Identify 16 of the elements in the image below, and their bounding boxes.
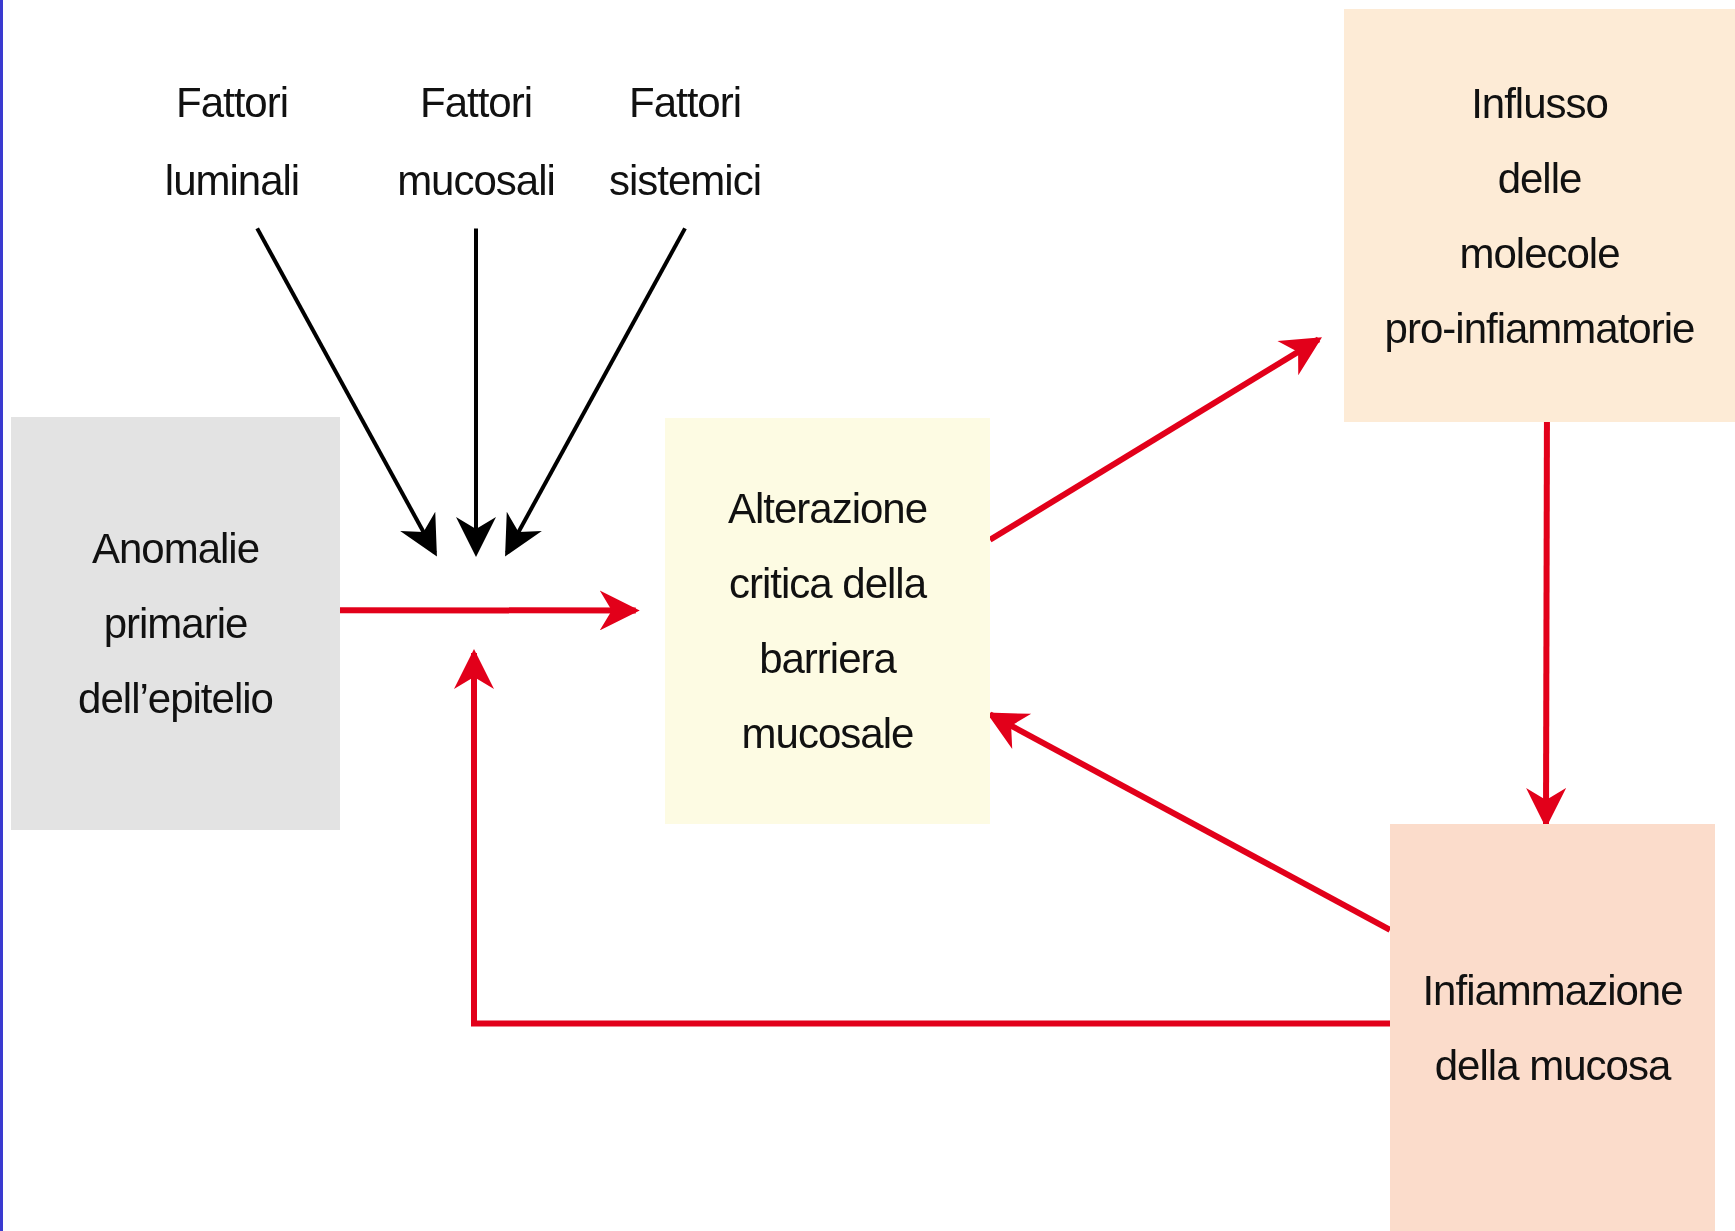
arrow: [456, 228, 496, 557]
process-box: [1344, 9, 1735, 422]
box-text: Infiammazione della mucosa: [1421, 965, 1684, 1091]
factor-label: Fattori luminali: [142, 62, 322, 222]
process-box: [665, 418, 990, 824]
arrow: [340, 590, 640, 631]
factor-label: Fattori sistemici: [590, 62, 780, 222]
factor-label: Fattori mucosali: [370, 62, 582, 222]
arrow: [454, 649, 1390, 1027]
box-text: Influsso delle molecole pro-infiammatorie: [1383, 78, 1696, 354]
process-box: [1390, 824, 1715, 1231]
arrow: [505, 227, 687, 557]
box-text: Anomalie primarie dell’epitelio: [77, 524, 274, 724]
box-text: Alterazione critica della barriera mucosale: [726, 484, 929, 759]
process-box: [11, 417, 340, 830]
arrow: [255, 227, 437, 557]
